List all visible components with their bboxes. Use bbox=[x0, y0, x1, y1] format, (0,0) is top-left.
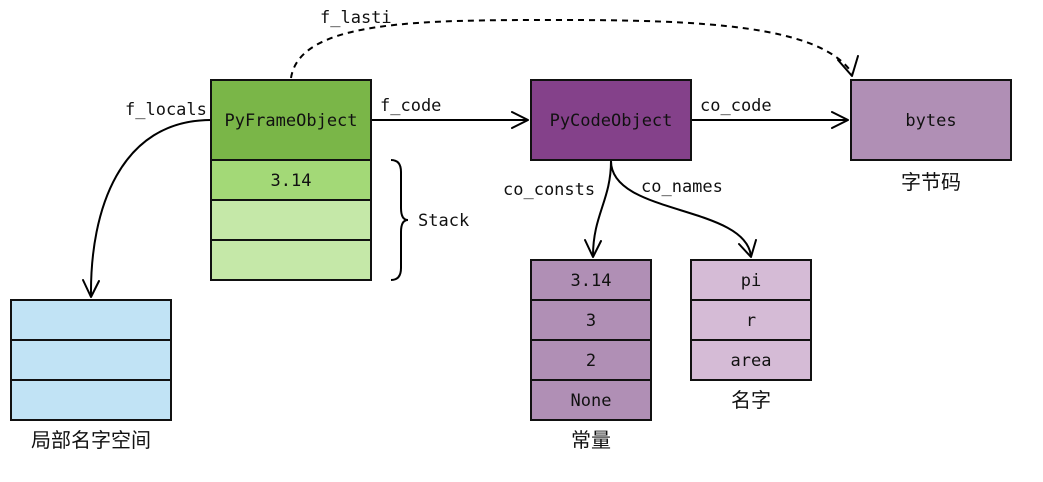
stack-label: Stack bbox=[418, 211, 469, 231]
co-names-arrowhead bbox=[738, 239, 757, 258]
f-locals-label: f_locals bbox=[125, 100, 207, 120]
locals-cell bbox=[10, 299, 172, 341]
consts-cell bbox=[530, 339, 652, 381]
names-table: pi r area 名字 bbox=[690, 259, 812, 412]
consts-value: 2 bbox=[586, 351, 596, 371]
names-cell bbox=[690, 259, 812, 301]
co-code-label: co_code bbox=[700, 96, 772, 116]
code-object-box bbox=[530, 79, 692, 161]
locals-cell bbox=[10, 379, 172, 421]
code-object: PyCodeObject bbox=[530, 79, 692, 161]
locals-cell bbox=[10, 339, 172, 381]
names-value: area bbox=[731, 351, 772, 371]
code-object-title: PyCodeObject bbox=[550, 111, 673, 131]
consts-value: 3.14 bbox=[571, 271, 612, 291]
frame-object: PyFrameObject 3.14 Stack bbox=[210, 79, 469, 281]
consts-value: None bbox=[571, 391, 612, 411]
locals-table: 局部名字空间 bbox=[10, 299, 172, 452]
stack-slot bbox=[210, 239, 372, 281]
co-consts-arrowhead bbox=[584, 239, 602, 258]
frame-title: PyFrameObject bbox=[224, 111, 357, 131]
names-cell bbox=[690, 299, 812, 341]
stack-slot bbox=[210, 159, 372, 201]
consts-cell bbox=[530, 259, 652, 301]
f-locals-arrowhead bbox=[82, 279, 100, 298]
co-consts-label: co_consts bbox=[503, 180, 595, 200]
stack-brace bbox=[390, 159, 409, 281]
co-code-arrowhead bbox=[831, 111, 849, 129]
consts-table: 3.14 3 2 None 常量 bbox=[530, 259, 652, 452]
f-lasti-edge bbox=[290, 18, 853, 79]
consts-cell bbox=[530, 299, 652, 341]
bytes-caption: 字节码 bbox=[901, 170, 961, 194]
stack-slot bbox=[210, 199, 372, 241]
f-code-arrowhead bbox=[511, 111, 529, 129]
names-cell bbox=[690, 339, 812, 381]
bytes-title: bytes bbox=[905, 111, 956, 131]
f-lasti-arrowhead bbox=[837, 55, 859, 77]
consts-cell bbox=[530, 379, 652, 421]
bytes-box bbox=[850, 79, 1012, 161]
locals-caption: 局部名字空间 bbox=[31, 428, 151, 452]
f-locals-edge bbox=[89, 119, 212, 297]
names-value: r bbox=[746, 311, 756, 331]
f-lasti-label: f_lasti bbox=[320, 8, 392, 28]
co-names-edge bbox=[610, 160, 752, 257]
bytes-object: bytes 字节码 bbox=[850, 79, 1012, 194]
names-value: pi bbox=[741, 271, 761, 291]
consts-value: 3 bbox=[586, 311, 596, 331]
names-caption: 名字 bbox=[731, 388, 771, 412]
consts-caption: 常量 bbox=[571, 428, 611, 452]
co-names-label: co_names bbox=[641, 177, 723, 197]
f-code-label: f_code bbox=[380, 96, 441, 116]
co-consts-edge bbox=[592, 160, 612, 257]
stack-slot-value: 3.14 bbox=[271, 171, 312, 191]
